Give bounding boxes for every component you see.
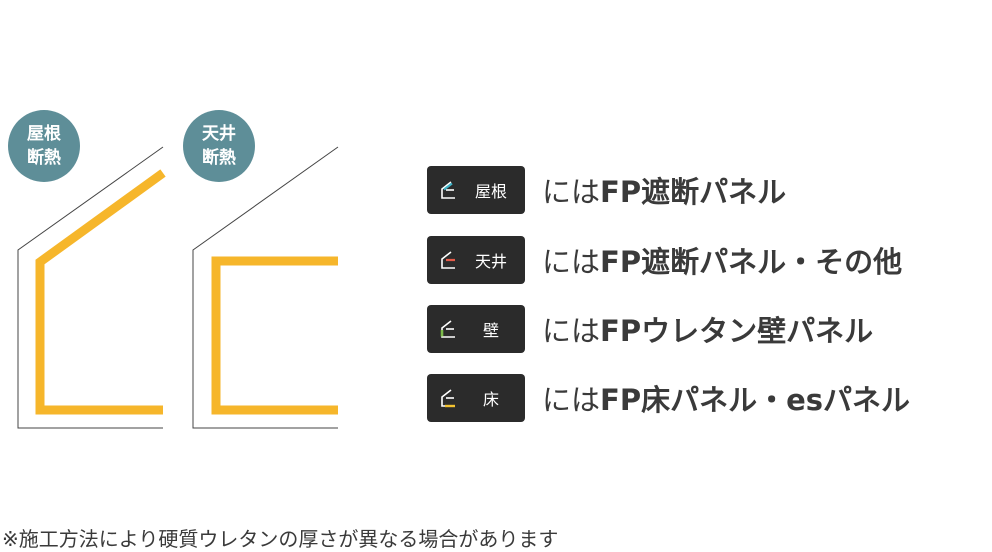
roof-house-outline — [17, 146, 164, 429]
roof-circle-line2: 断熱 — [27, 148, 61, 168]
roof-insulation-badge: 屋根 断熱 — [8, 110, 80, 182]
legend-badge-roof: 屋根 — [427, 166, 525, 214]
legend-description: にはFP遮断パネル — [542, 169, 786, 211]
ceiling-house-outline — [192, 146, 339, 429]
legend-text: FP遮断パネル — [600, 175, 787, 209]
ceiling-circle-line2: 断熱 — [202, 148, 236, 168]
legend-text: FPウレタン壁パネル — [600, 314, 874, 348]
legend-prefix: には — [542, 314, 601, 348]
ceiling-circle-line1: 天井 — [202, 124, 236, 144]
legend-text: FP床パネル・esパネル — [600, 383, 911, 417]
legend-badge-label: 屋根 — [474, 182, 507, 201]
legend-prefix: には — [542, 245, 601, 279]
house-floor-icon — [441, 389, 455, 408]
legend-row-roof: 屋根 にはFP遮断パネル — [427, 166, 992, 214]
legend-prefix: には — [542, 383, 601, 417]
house-ceiling-icon — [441, 251, 455, 269]
house-roof-icon — [441, 181, 455, 199]
legend-badge-wall: 壁 — [427, 305, 525, 353]
legend-row-floor: 床 にはFP床パネル・esパネル — [427, 374, 992, 422]
insulation-diagram — [17, 146, 339, 429]
legend-prefix: には — [542, 175, 601, 209]
roof-circle-line1: 屋根 — [27, 124, 61, 144]
legend-row-ceiling: 天井 にはFP遮断パネル・その他 — [427, 236, 992, 284]
legend-badge-label: 床 — [482, 390, 499, 409]
legend-description: にはFPウレタン壁パネル — [542, 308, 873, 350]
legend-badge-label: 天井 — [474, 252, 507, 271]
legend-text: FP遮断パネル・その他 — [600, 245, 903, 279]
legend-badge-ceiling: 天井 — [427, 236, 525, 284]
roof-insulation-line — [35, 169, 166, 415]
footnote: ※施工方法により硬質ウレタンの厚さが異なる場合があります — [2, 527, 559, 551]
legend-description: にはFP遮断パネル・その他 — [542, 239, 902, 281]
legend-description: にはFP床パネル・esパネル — [542, 377, 910, 419]
legend-row-wall: 壁 にはFPウレタン壁パネル — [427, 305, 992, 353]
legend-badge-label: 壁 — [482, 321, 499, 340]
house-wall-icon — [440, 320, 455, 338]
legend-badge-floor: 床 — [427, 374, 525, 422]
ceiling-insulation-badge: 天井 断熱 — [183, 110, 255, 182]
ceiling-insulation-line — [211, 256, 338, 415]
